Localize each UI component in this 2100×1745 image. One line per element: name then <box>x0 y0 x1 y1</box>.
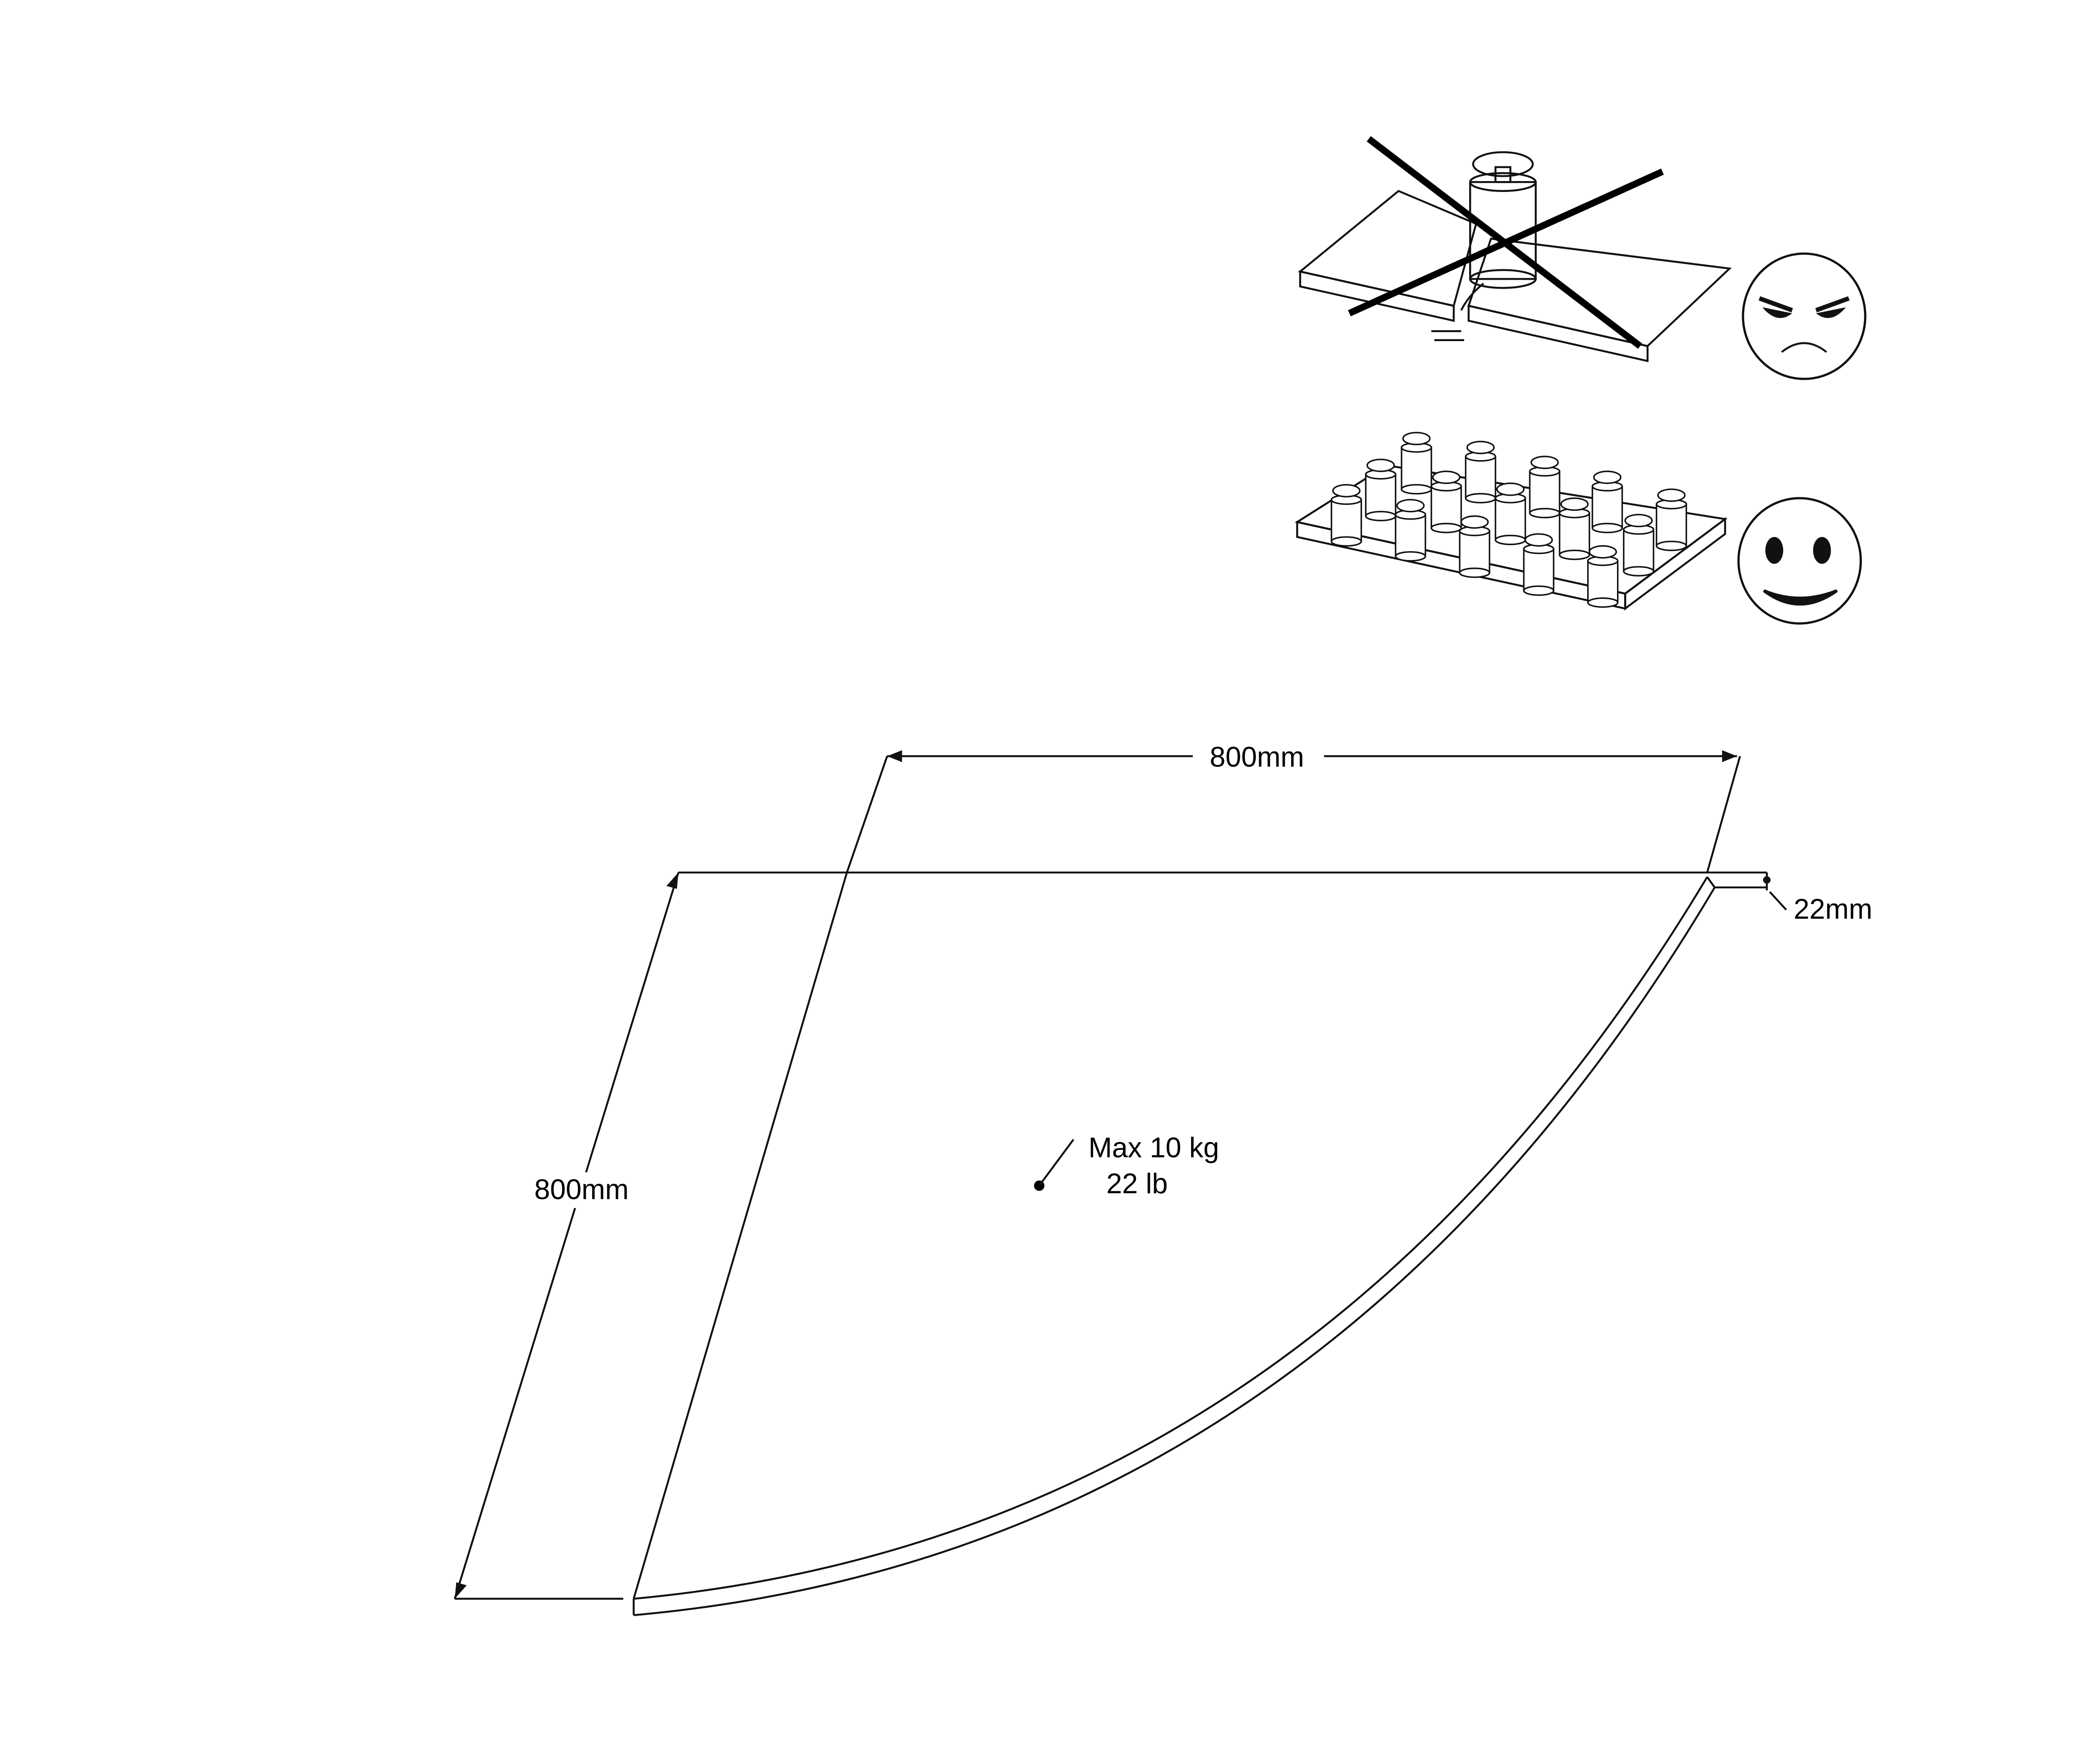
max-load-kg: Max 10 kg <box>1089 1132 1219 1164</box>
corner-shelf <box>633 871 1767 1616</box>
small-weight-icon <box>1365 458 1396 521</box>
max-load-annotation: Max 10 kg 22 lb <box>1034 1132 1219 1199</box>
small-weight-icon <box>1587 545 1619 608</box>
max-load-lb: 22 lb <box>1106 1168 1168 1199</box>
broken-shelf-illustration <box>1298 136 1732 363</box>
depth-label: 800mm <box>534 1174 629 1205</box>
small-weight-icon <box>1494 482 1526 545</box>
angry-face-icon <box>1742 252 1866 380</box>
thickness-label: 22mm <box>1794 894 1872 925</box>
small-weight-icon <box>1395 499 1426 562</box>
small-weight-icon <box>1656 488 1687 551</box>
small-weight-icon <box>1623 514 1654 577</box>
depth-dimension: 800mm <box>454 872 680 1600</box>
happy-face-icon <box>1737 497 1862 625</box>
small-weight-icon <box>1523 533 1554 596</box>
width-dimension: 800mm <box>846 741 1741 873</box>
width-label: 800mm <box>1210 741 1304 773</box>
small-weight-icon <box>1559 497 1591 560</box>
small-weight-icon <box>1459 515 1491 578</box>
distributed-load-illustration <box>1294 431 1728 611</box>
small-weight-icon <box>1431 470 1462 533</box>
thickness-dimension: 22mm <box>1714 872 1872 925</box>
small-weight-icon <box>1465 441 1496 504</box>
cross-mark-icon <box>1348 136 1664 349</box>
small-weight-icon <box>1591 470 1623 533</box>
small-weight-icon <box>1401 431 1432 495</box>
small-weight-icon <box>1529 455 1561 518</box>
small-weight-icon <box>1331 484 1362 547</box>
